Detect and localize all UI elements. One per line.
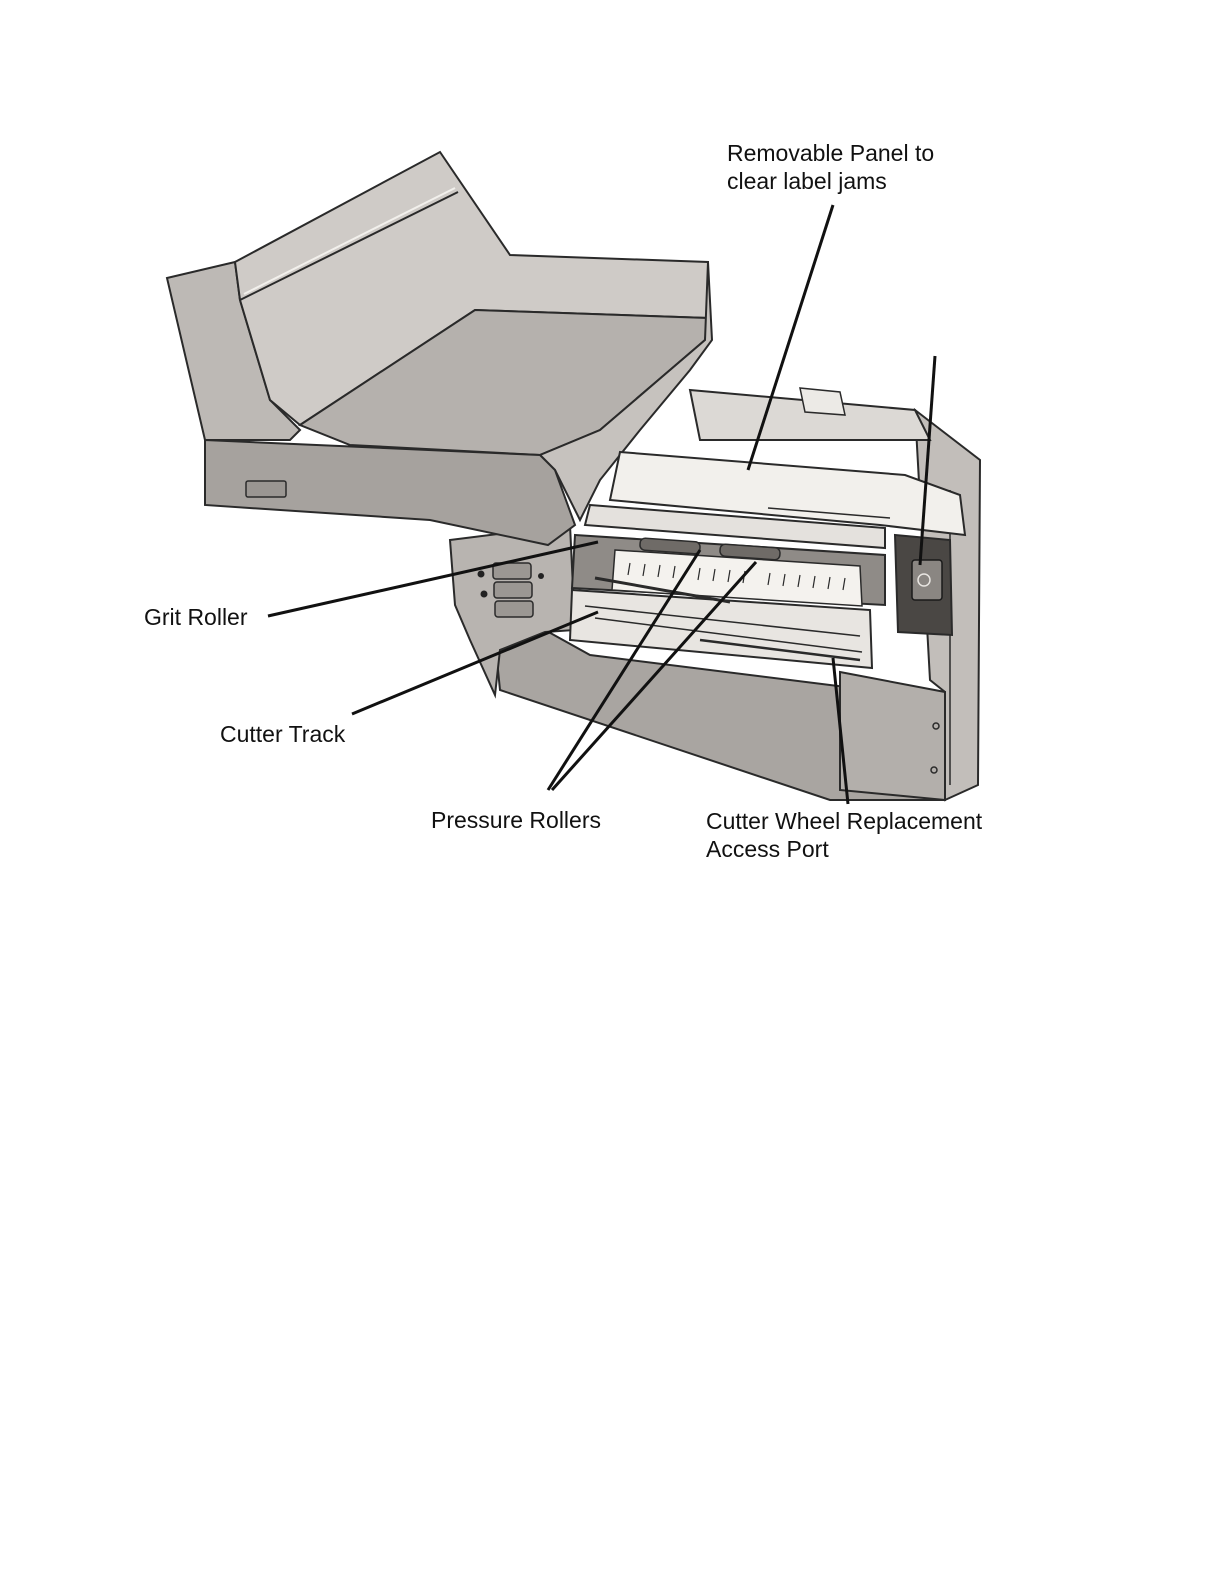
tray-slot: [246, 481, 286, 497]
label-cutter-wheel: Cutter Wheel Replacement Access Port: [706, 807, 982, 863]
control-button-2: [494, 582, 532, 598]
indicator-led-2: [481, 591, 488, 598]
indicator-led-1: [478, 571, 485, 578]
front-right-plate: [840, 672, 945, 800]
label-removable-panel: Removable Panel to clear label jams: [727, 139, 934, 195]
control-button-3: [495, 601, 533, 617]
label-cutter-wheel-line-2: Access Port: [706, 835, 982, 863]
label-removable-panel-line-2: clear label jams: [727, 167, 934, 195]
label-cutter-track: Cutter Track: [220, 720, 345, 748]
rear-bracket: [800, 388, 845, 415]
indicator-led-3: [538, 573, 544, 579]
label-cutter-wheel-line-1: Cutter Wheel Replacement: [706, 807, 982, 835]
label-removable-panel-line-1: Removable Panel to: [727, 139, 934, 167]
label-pressure-rollers: Pressure Rollers: [431, 806, 601, 834]
label-grit-roller: Grit Roller: [144, 603, 248, 631]
